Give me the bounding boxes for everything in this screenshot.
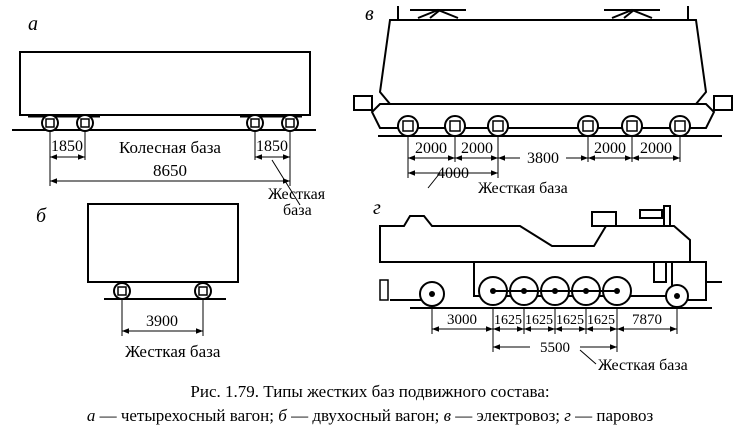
wheel-v3: [487, 115, 509, 137]
chimney: [639, 209, 663, 219]
coupler-left: [353, 95, 373, 111]
dim-g-rigid: 5500: [540, 340, 570, 356]
electric-loco-body: [378, 19, 708, 105]
wheel-a2: [76, 114, 94, 132]
wagon-b-body: [87, 203, 239, 283]
panel-g: г: [373, 197, 722, 374]
wheel-v6: [669, 115, 691, 137]
caption-letter-g: г: [564, 406, 571, 425]
coupler-right: [713, 95, 733, 111]
wheelbase-label: Колесная база: [119, 138, 221, 157]
figure-drawing: а 1850 1850 Колесная база 8650 Жесткая б…: [12, 3, 733, 374]
dim-g-c2: 1625: [525, 313, 553, 328]
dim-v-d4: 2000: [640, 140, 672, 157]
rigid-label-b: Жесткая база: [125, 342, 221, 361]
caption-text-a: — четырехосный вагон;: [95, 406, 279, 425]
caption-letter-b: б: [278, 406, 287, 425]
figure-caption-title: Рис. 1.79. Типы жестких баз подвижного с…: [190, 382, 550, 401]
panel-b-letter: б: [36, 205, 47, 227]
panel-v-letter: в: [365, 3, 374, 25]
pantograph-2: [604, 8, 660, 19]
dim-a-left: 1850: [51, 138, 83, 155]
wheel-v1: [397, 115, 419, 137]
wheel-v2: [444, 115, 466, 137]
rigid-label-v: Жесткая база: [478, 180, 568, 197]
electric-loco-underframe: [370, 103, 716, 129]
panel-g-letter: г: [373, 197, 381, 219]
dim-v-bogie: 4000: [437, 165, 469, 182]
leader-v: [427, 172, 441, 189]
dim-g-lead: 3000: [447, 312, 477, 328]
panel-b: б 3900 Жесткая база: [36, 203, 239, 361]
dim-v-d1: 2000: [415, 140, 447, 157]
dim-v-d3: 2000: [594, 140, 626, 157]
dim-b-base: 3900: [146, 313, 178, 330]
leader-a: [271, 159, 301, 206]
pantograph-1: [410, 8, 466, 19]
panel-a-letter: а: [28, 13, 38, 35]
dim-g-c1: 1625: [494, 313, 522, 328]
wheel-a1: [41, 114, 59, 132]
leader-g: [579, 349, 597, 365]
rigid-label-a-1: Жесткая: [268, 186, 326, 203]
caption-text-b: — двухосный вагон;: [286, 406, 444, 425]
rigid-label-g: Жесткая база: [598, 357, 688, 374]
wagon-a-body: [19, 51, 311, 116]
tender-and-cab: [379, 215, 691, 263]
trailing-wheel: [419, 281, 445, 307]
rear-steps: [379, 279, 389, 301]
figure-caption-legend: а — четырехосный вагон; б — двухосный ва…: [0, 406, 740, 426]
dim-v-gap: 3800: [527, 150, 559, 167]
caption-text-g: — паровоз: [570, 406, 654, 425]
dim-g-c3: 1625: [556, 313, 584, 328]
dim-g-c4: 1625: [587, 313, 615, 328]
panel-a: а 1850 1850 Колесная база 8650 Жесткая б…: [12, 13, 326, 219]
wheel-b2: [194, 282, 212, 300]
dim-a-right: 1850: [256, 138, 288, 155]
wheel-v4: [577, 115, 599, 137]
caption-text-v: — электровоз;: [450, 406, 565, 425]
rigid-label-a-2: база: [283, 202, 312, 219]
dim-a-total: 8650: [153, 161, 187, 180]
dim-g-trail: 7870: [632, 312, 662, 328]
caption-letter-a: а: [86, 406, 96, 425]
wheel-b1: [113, 282, 131, 300]
caption-letter-v: в: [443, 406, 451, 425]
leading-wheel: [665, 284, 689, 308]
dim-v-d2: 2000: [461, 140, 493, 157]
dome: [591, 211, 617, 227]
wheel-a4: [281, 114, 299, 132]
panel-v: в: [353, 3, 733, 197]
wheel-a3: [246, 114, 264, 132]
wheel-v5: [621, 115, 643, 137]
